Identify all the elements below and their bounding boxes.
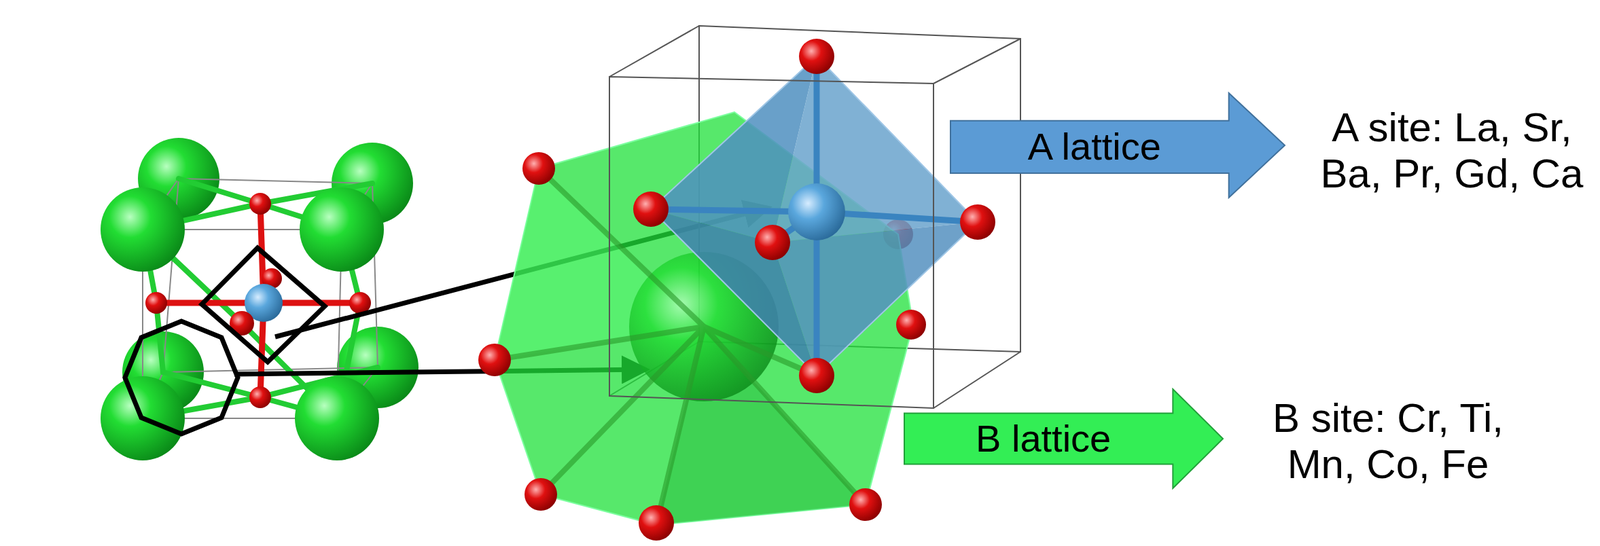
arrow-label: B lattice xyxy=(975,419,1111,458)
a-lattice-arrow: A lattice xyxy=(949,91,1287,200)
b-lattice-arrow: B lattice xyxy=(902,387,1225,490)
a-site-text: A site: La, Sr, Ba, Pr, Gd, Ca xyxy=(1309,104,1595,198)
unit-cell xyxy=(100,137,419,461)
arrow-label: A lattice xyxy=(1027,127,1162,166)
b-site-text: B site: Cr, Ti, Mn, Co, Fe xyxy=(1245,395,1531,488)
